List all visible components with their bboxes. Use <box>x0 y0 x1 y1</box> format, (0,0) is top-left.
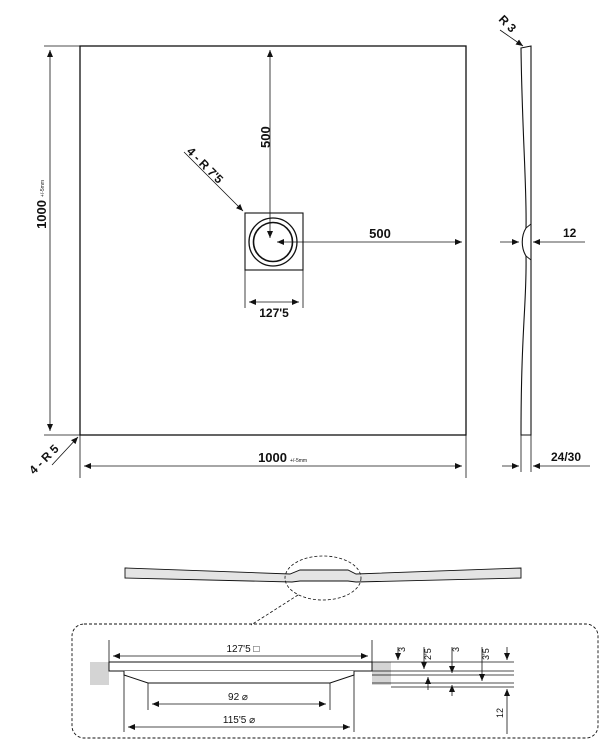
top-radius-label: R 3 <box>496 12 519 35</box>
drain-right-label: 500 <box>369 226 391 241</box>
corner-radius-label: 4 - R 5 <box>26 442 62 478</box>
top-view: 1000 +/-5mm 1000 +/-5mm 500 500 127'5 4 … <box>26 45 467 478</box>
height-label: 1000 <box>34 200 49 229</box>
drain-radius-leader <box>183 151 244 212</box>
drain-top-label: 500 <box>258 126 273 148</box>
corner-radius-leader <box>51 436 79 466</box>
drain-flange <box>108 661 373 672</box>
depth-d-label: 3'5 <box>481 648 491 660</box>
height-tolerance: +/-5mm <box>40 180 46 197</box>
detail-callout-ellipse <box>284 555 362 601</box>
top-radius-leader <box>499 29 524 47</box>
side-profile <box>520 45 532 436</box>
depth-b-label: 2'5 <box>423 648 433 660</box>
tray-outline <box>79 45 467 436</box>
drain-box-label: 127'5 <box>259 306 289 320</box>
section-profile <box>124 567 522 583</box>
outer-diameter-label: 115'5 ⌀ <box>223 715 255 726</box>
detail-view: 127'5 □ 92 ⌀ 115'5 ⌀ 3 2'5 3 3'5 12 <box>71 623 599 739</box>
width-label: 1000 <box>258 450 287 465</box>
total-depth-label: 12 <box>495 708 505 718</box>
section-view <box>124 555 522 626</box>
width-tolerance: +/-5mm <box>290 458 307 464</box>
drain-body <box>123 671 355 684</box>
drain-width-label: 127'5 □ <box>227 644 260 655</box>
depth-a-label: 3 <box>397 647 407 652</box>
drain-radius-label: 4 - R 7'5 <box>184 144 226 186</box>
detail-frame <box>71 623 599 739</box>
depth-c-label: 3 <box>451 647 461 652</box>
center-thickness-label: 12 <box>563 226 577 240</box>
inner-diameter-label: 92 ⌀ <box>228 692 248 703</box>
edge-thickness-label: 24/30 <box>551 450 581 464</box>
side-view: R 3 12 24/30 <box>496 12 590 472</box>
